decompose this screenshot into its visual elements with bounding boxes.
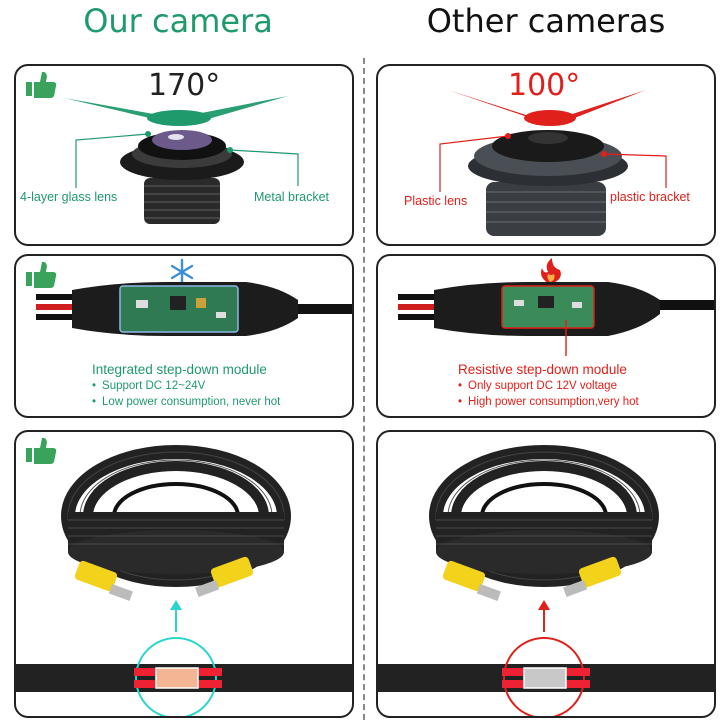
other-cameras-heading: Other cameras [426, 2, 666, 40]
other-angle-label: 100° [508, 68, 581, 103]
our-cable-panel [14, 430, 354, 718]
other-cable-illustration [378, 445, 714, 716]
our-bracket-label: Metal bracket [254, 190, 330, 204]
our-lens-illustration [26, 71, 299, 224]
our-camera-heading: Our camera [83, 2, 273, 40]
our-module-bullet-1: Support DC 12~24V [92, 380, 205, 392]
our-lens-label: 4-layer glass lens [20, 190, 118, 204]
other-module-illustration [398, 258, 714, 356]
our-angle-label: 170° [148, 68, 221, 103]
other-module-bullet-1: Only support DC 12V voltage [458, 380, 617, 392]
our-module-title: Integrated step-down module [92, 362, 267, 377]
thumbs-up-icon [26, 71, 57, 98]
our-lens-panel: 170° 4-layer glass lens Metal bracket [14, 64, 354, 246]
other-module-bullet-2: High power consumption,very hot [458, 396, 639, 408]
flame-icon [541, 258, 561, 284]
snowflake-icon [170, 258, 194, 286]
our-module-illustration [26, 258, 352, 336]
center-divider [363, 58, 365, 720]
other-lens-illustration [439, 90, 667, 236]
thumbs-up-icon [26, 261, 57, 288]
other-module-panel: Resistive step-down module Only support … [376, 254, 716, 418]
other-lens-label: Plastic lens [404, 194, 468, 208]
other-lens-panel: 100° Plastic lens plastic bracket [376, 64, 716, 246]
other-cable-panel [376, 430, 716, 718]
our-module-panel: Integrated step-down module Support DC 1… [14, 254, 354, 418]
thumbs-up-icon [26, 437, 57, 464]
other-module-title: Resistive step-down module [458, 362, 627, 377]
other-bracket-label: plastic bracket [610, 190, 690, 204]
our-module-bullet-2: Low power consumption, never hot [92, 396, 280, 408]
our-cable-illustration [16, 437, 352, 716]
